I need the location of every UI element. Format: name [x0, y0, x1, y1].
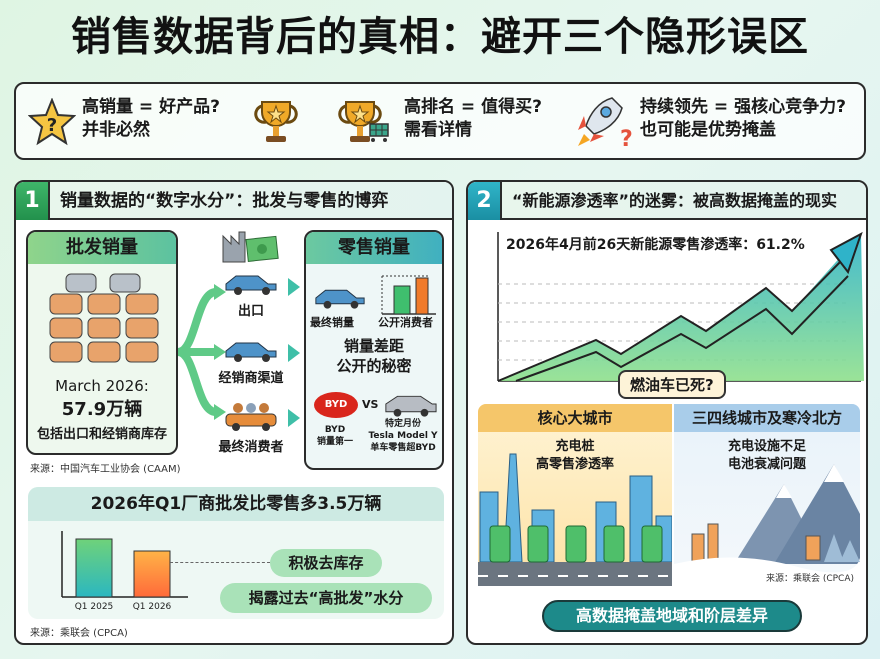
arrow-right-icon — [288, 344, 300, 362]
source-caam: 来源：中国汽车工业协会 (CAAM) — [30, 464, 181, 475]
core-city-line1: 充电桩 — [555, 439, 595, 454]
car-icon — [225, 342, 277, 362]
svg-text:?: ? — [620, 127, 632, 150]
svg-text:?: ? — [47, 115, 57, 136]
retail-mini-bar-chart — [381, 275, 436, 315]
panel2-number: 2 — [468, 182, 502, 220]
family-car-icon — [225, 403, 277, 431]
footer-pill: 高数据掩盖地域和阶层差异 — [542, 600, 802, 632]
vs-label: VS — [362, 398, 379, 411]
core-city-header: 核心大城市 — [478, 404, 672, 432]
wholesale-volume: 57.9万辆 — [61, 399, 143, 420]
flow-dealer-label: 经销商渠道 — [218, 371, 284, 386]
wholesale-box: 批发销量 March 2026: 57.9万辆 包括出口和经销商库存 — [26, 230, 178, 455]
tesla-line1: 特定月份 — [384, 419, 421, 429]
wholesale-note: 包括出口和经销商库存 — [36, 427, 167, 442]
gap-line2: 公开的秘密 — [336, 357, 412, 375]
myth1-line2: 并非必然 — [82, 120, 150, 140]
rocket-question-icon: ? — [578, 97, 632, 150]
core-city-card: 核心大城市 充电桩 高零售渗透率 — [478, 404, 672, 586]
north-line2: 电池衰减问题 — [727, 457, 806, 472]
myth1-line1: 高销量 = 好产品? — [82, 97, 220, 117]
panel-wholesale-vs-retail: 1 销量数据的“数字水分”：批发与零售的博弈 批发销量 March 2026: … — [14, 180, 454, 645]
trophy-cart-icon — [338, 101, 389, 142]
byd-line1: BYD — [324, 425, 346, 435]
tesla-suv-icon — [385, 395, 437, 417]
flow-dealer: 经销商渠道 — [206, 337, 296, 386]
arrow-right-icon — [288, 409, 300, 427]
wholesale-month: March 2026: — [55, 377, 149, 395]
car-icon — [225, 275, 277, 295]
q1-bar-chart: Q1 2025 Q1 2026 — [61, 531, 188, 611]
flow-export-label: 出口 — [237, 304, 264, 319]
tesla-line2: Tesla Model Y — [368, 431, 438, 441]
penetration-label: 2026年4月前26天新能源零售渗透率：61.2% — [506, 237, 805, 253]
retail-chart-label: 公开消费者 — [378, 316, 433, 329]
north-header: 三四线城市及寒冷北方 — [674, 404, 860, 432]
destocking-pill: 积极去库存 — [270, 549, 382, 577]
bar-label-q1-2025: Q1 2025 — [75, 602, 114, 611]
bar-label-q1-2026: Q1 2026 — [133, 602, 172, 611]
dashed-connector — [170, 562, 270, 563]
q1-comparison-box: 2026年Q1厂商批发比零售多3.5万辆 Q1 2025 Q1 2026 积极去… — [28, 487, 444, 619]
panel1-number: 1 — [16, 182, 50, 220]
penetration-trend-chart — [497, 231, 864, 382]
byd-logo-icon: BYD — [314, 392, 358, 418]
flow-export: 出口 — [216, 270, 286, 319]
retail-box: 零售销量 最终销量 公开消费者 销量差距 公开的秘密 BYD VS BYD 销量… — [304, 230, 444, 470]
myth2-line2: 需看详情 — [404, 120, 472, 140]
source-cpca-2: 来源：乘联会 (CPCA) — [765, 574, 854, 584]
retail-car-label: 最终销量 — [310, 316, 354, 329]
page-title: 销售数据背后的真相：避开三个隐形误区 — [71, 14, 809, 60]
gap-line1: 销量差距 — [343, 337, 404, 355]
car-fleet-icon — [49, 273, 159, 363]
ice-dead-bubble: 燃油车已死? — [618, 370, 726, 399]
question-star-icon: ? — [28, 98, 76, 146]
core-city-line2: 高零售渗透率 — [535, 457, 614, 472]
trophy-icon — [254, 101, 298, 142]
wholesale-header: 批发销量 — [28, 232, 176, 264]
myth3-line2: 也可能是优势掩盖 — [640, 120, 776, 140]
source-cpca: 来源：乘联会 (CPCA) — [30, 628, 128, 639]
north-line1: 充电设施不足 — [727, 439, 806, 454]
flow-branch-arrows — [176, 284, 226, 420]
q1-header: 2026年Q1厂商批发比零售多3.5万辆 — [28, 487, 444, 521]
arrow-right-icon — [288, 278, 300, 296]
high-wholesale-pill: 揭露过去“高批发”水分 — [220, 583, 432, 613]
panel1-title: 销量数据的“数字水分”：批发与零售的博弈 — [60, 191, 389, 211]
north-card: 三四线城市及寒冷北方 充电设施不足 电池衰减问题 来源：乘联会 (CPCA) — [674, 404, 860, 586]
city-charging-stations-icon — [478, 453, 672, 586]
myths-banner: ? 高销量 = 好产品? 并非必然 高排名 = 值得买? 需看详情 ? 持续领先… — [14, 82, 866, 160]
tesla-line3: 单车零售超BYD — [370, 443, 436, 453]
flow-consumer-label: 最终消费者 — [218, 440, 284, 455]
myth2-line1: 高排名 = 值得买? — [404, 97, 542, 117]
retail-header: 零售销量 — [306, 232, 442, 264]
car-icon — [315, 289, 365, 309]
myth3-line1: 持续领先 = 强核心竞争力? — [640, 97, 846, 117]
flow-consumer: 最终消费者 — [206, 400, 296, 455]
byd-line2: 销量第一 — [316, 437, 353, 447]
panel2-title: “新能源渗透率”的迷雾：被高数据掩盖的现实 — [512, 191, 838, 210]
factory-money-icon — [222, 231, 279, 263]
panel-nev-penetration: 2 “新能源渗透率”的迷雾：被高数据掩盖的现实 2026年4月前26天新能源零售… — [466, 180, 868, 645]
snowy-mountains-icon — [674, 464, 860, 586]
